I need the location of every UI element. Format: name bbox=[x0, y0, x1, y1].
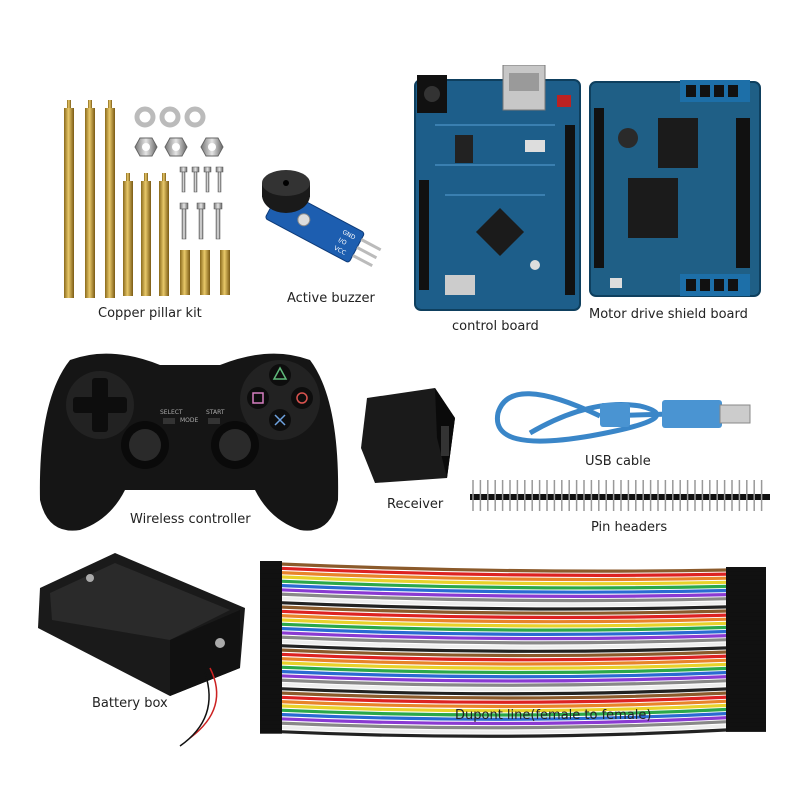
copper-pillar-kit-label: Copper pillar kit bbox=[98, 306, 202, 321]
copper-pillar-kit-image bbox=[55, 95, 240, 305]
control-board-image bbox=[405, 65, 585, 315]
motor-shield-image bbox=[588, 78, 766, 300]
dupont-lines-label: Dupont line(female to female) bbox=[455, 708, 652, 723]
wireless-controller-image: SELECT MODE START bbox=[30, 340, 345, 540]
battery-box-image bbox=[30, 548, 255, 748]
battery-box-label: Battery box bbox=[90, 696, 170, 711]
controller-mode-text: MODE bbox=[180, 417, 199, 424]
active-buzzer-image: GND I/O VCC bbox=[248, 165, 393, 275]
usb-cable-label: USB cable bbox=[585, 454, 651, 469]
receiver-label: Receiver bbox=[387, 497, 444, 512]
active-buzzer-label: Active buzzer bbox=[287, 291, 375, 306]
control-board-label: control board bbox=[452, 319, 539, 334]
dupont-lines-image bbox=[258, 552, 770, 747]
pin-headers-image bbox=[468, 478, 773, 513]
controller-start-text: START bbox=[206, 409, 225, 416]
motor-shield-label: Motor drive shield board bbox=[589, 307, 748, 322]
controller-select-text: SELECT bbox=[160, 409, 183, 416]
buzzer-pin-io: I/O bbox=[337, 237, 348, 247]
usb-cable-image bbox=[490, 378, 755, 468]
pin-headers-label: Pin headers bbox=[591, 520, 668, 535]
receiver-image bbox=[355, 378, 465, 488]
wireless-controller-label: Wireless controller bbox=[130, 512, 251, 527]
